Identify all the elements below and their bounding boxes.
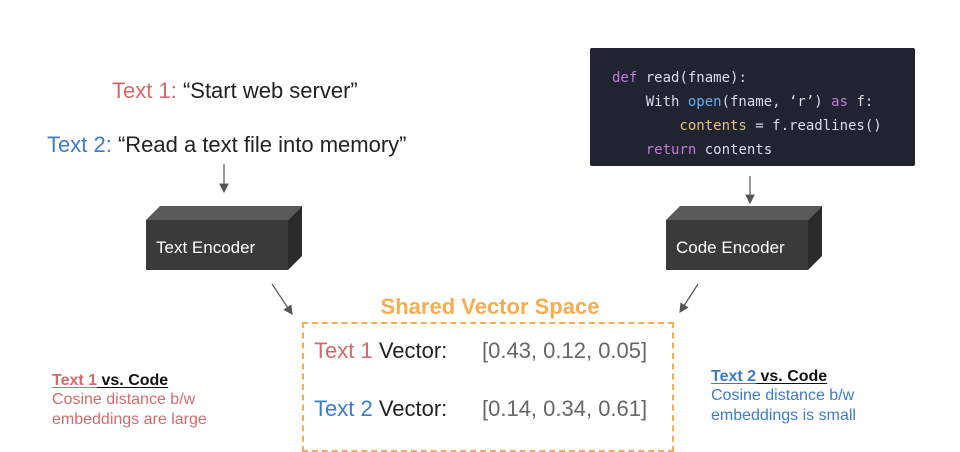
shared-space-title: Shared Vector Space bbox=[380, 294, 600, 319]
text2-line: Text 2: “Read a text file into memory” bbox=[47, 132, 406, 158]
code-line-2: With open(fname, ‘r’) as f: bbox=[590, 90, 915, 114]
code-text: contents bbox=[696, 142, 773, 158]
text2-label: Text 2: bbox=[47, 132, 112, 157]
text1-label: Text 1: bbox=[112, 78, 177, 103]
code-var-contents: contents bbox=[612, 118, 747, 134]
arrow-text-encoder-to-space bbox=[271, 283, 293, 315]
text-encoder-label: Text Encoder bbox=[156, 238, 256, 257]
code-keyword-as: as bbox=[831, 94, 849, 110]
code-line-4: return contents bbox=[590, 138, 915, 162]
code-text: With bbox=[612, 94, 688, 110]
code-keyword-def: def bbox=[612, 70, 638, 86]
code-encoder-label: Code Encoder bbox=[676, 238, 785, 257]
comparison-left-body: Cosine distance b/w embeddings are large bbox=[52, 391, 207, 428]
vector-row2-colored-label: Text 2 bbox=[314, 396, 373, 421]
code-fn-open: open bbox=[687, 94, 722, 110]
vector-row2-value: [0.14, 0.34, 0.61] bbox=[482, 396, 648, 421]
vector-row-text1: Text 1 Vector: bbox=[314, 338, 447, 364]
comparison-right-body: Cosine distance b/w embeddings is small bbox=[711, 387, 856, 424]
code-text: f: bbox=[848, 94, 874, 110]
vector-row1-value: [0.43, 0.12, 0.05] bbox=[482, 338, 648, 363]
code-line-1: def read(fname): bbox=[590, 66, 915, 90]
vector-row1-colored-label: Text 1 bbox=[314, 338, 373, 363]
arrows-layer bbox=[219, 164, 755, 315]
code-line-3: contents = f.readlines() bbox=[590, 114, 915, 138]
code-text: read(fname): bbox=[637, 70, 747, 86]
comparison-left-heading-colored: Text 1 bbox=[52, 372, 98, 389]
comparison-right: Text 2 vs. Code Cosine distance b/w embe… bbox=[711, 368, 931, 426]
text1-line: Text 1: “Start web server” bbox=[112, 78, 358, 104]
text1-value: “Start web server” bbox=[182, 78, 358, 103]
vector-row1-label: Vector: bbox=[372, 338, 448, 363]
arrow-code-encoder-to-space bbox=[679, 283, 699, 314]
code-keyword-return: return bbox=[612, 142, 697, 158]
comparison-left-heading-rest: vs. Code bbox=[97, 372, 169, 389]
comparison-right-heading: Text 2 vs. Code bbox=[711, 368, 931, 386]
code-text: = f.readlines() bbox=[746, 118, 882, 134]
text2-value: “Read a text file into memory” bbox=[117, 132, 407, 157]
code-snippet-panel: def read(fname): With open(fname, ‘r’) a… bbox=[590, 48, 915, 166]
code-encoder-box: Code Encoder bbox=[666, 206, 822, 270]
code-text: (fname, ‘r’) bbox=[721, 94, 832, 110]
vector-row-text2: Text 2 Vector: bbox=[314, 396, 447, 422]
comparison-left: Text 1 vs. Code Cosine distance b/w embe… bbox=[52, 372, 262, 430]
text-encoder-box: Text Encoder bbox=[146, 206, 302, 270]
comparison-right-heading-rest: vs. Code bbox=[756, 368, 828, 385]
vector-row2-label: Vector: bbox=[372, 396, 448, 421]
comparison-right-heading-colored: Text 2 bbox=[711, 368, 757, 385]
comparison-left-heading: Text 1 vs. Code bbox=[52, 372, 262, 390]
